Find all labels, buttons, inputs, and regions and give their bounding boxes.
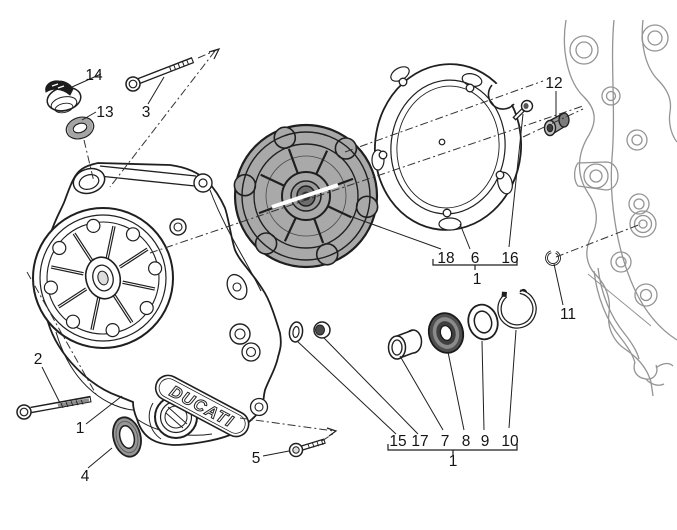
part-label-1-bottom-group: 1 <box>449 453 458 470</box>
washer-15-drawing <box>288 321 304 343</box>
seal-4-drawing <box>112 416 142 458</box>
leader-lines <box>41 73 564 469</box>
bracket-top-group <box>432 259 518 270</box>
part-label-10: 10 <box>501 433 519 450</box>
part-label-5: 5 <box>252 450 261 467</box>
bolt-3-drawing <box>125 56 195 92</box>
part-label-15: 15 <box>389 433 406 450</box>
seal-8-drawing <box>427 312 465 354</box>
bolt-2-drawing <box>16 395 92 420</box>
part-label-7: 7 <box>441 433 450 450</box>
screw-16-drawing <box>512 99 534 121</box>
part-label-12: 12 <box>545 75 562 92</box>
clutch-cover-drawing: DUCATI <box>32 162 282 446</box>
part-label-16: 16 <box>501 250 518 267</box>
part-label-2: 2 <box>34 351 43 368</box>
cover-spoked-wheel <box>32 207 174 349</box>
axis-lines <box>26 48 642 442</box>
part-label-9: 9 <box>481 433 490 450</box>
o-ring-13-drawing <box>65 116 95 140</box>
washer-9-drawing <box>467 303 499 341</box>
cover-flange-ring-drawing <box>371 63 523 231</box>
part-label-17: 17 <box>411 433 428 450</box>
bushing-7-drawing <box>387 329 423 360</box>
part-label-1-top-group: 1 <box>473 271 482 288</box>
oil-filler-cap-drawing <box>45 80 82 114</box>
plug-17-drawing <box>313 321 331 339</box>
part-label-18: 18 <box>437 250 454 267</box>
dowel-12-drawing <box>543 112 570 137</box>
part-label-3: 3 <box>142 104 151 121</box>
part-label-1-cover: 1 <box>76 420 85 437</box>
circlip-10-drawing <box>497 288 537 329</box>
part-label-8: 8 <box>462 433 471 450</box>
part-label-14: 14 <box>85 67 103 84</box>
direction-arrows <box>208 48 338 437</box>
part-labels: 14 13 3 2 1 4 5 15 17 7 8 9 10 1 18 6 16… <box>34 67 576 485</box>
part-label-6: 6 <box>471 250 480 267</box>
axis-white-core <box>271 183 339 209</box>
crankcase-drawing <box>563 19 677 397</box>
screw-5-drawing <box>288 438 326 458</box>
part-label-4: 4 <box>81 468 90 485</box>
part-label-11: 11 <box>560 306 576 323</box>
o-ring-11-drawing <box>545 250 561 266</box>
part-label-13: 13 <box>96 104 113 121</box>
bracket-bottom-group <box>387 444 518 455</box>
